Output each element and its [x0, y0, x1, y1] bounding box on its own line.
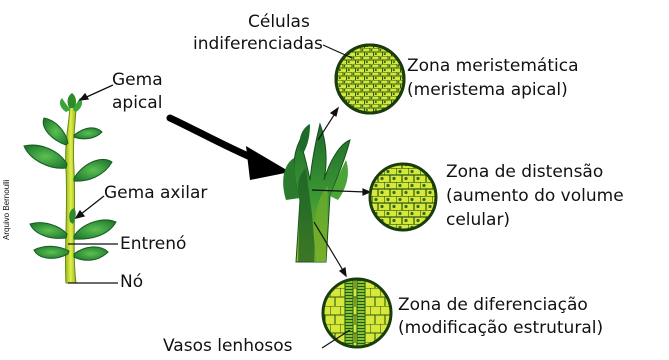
image-credit: Arquivo Bernoulli — [2, 180, 11, 240]
curved-arrow — [170, 118, 290, 180]
leaf — [74, 128, 102, 139]
label-zona-meristematica-line1: Zona meristemática — [407, 56, 579, 77]
label-celulas-line2: indiferenciadas — [193, 34, 323, 55]
label-no: Nó — [120, 272, 143, 293]
leaf — [30, 223, 67, 239]
label-celulas-line1: Células — [248, 12, 310, 33]
leaf — [34, 246, 69, 258]
leaf — [74, 159, 112, 181]
label-zona-diferenciacao-line1: Zona de diferenciação — [398, 295, 588, 316]
label-zona-distensao-line1: Zona de distensão — [446, 162, 603, 183]
differentiation-zone-circle — [322, 278, 392, 348]
distension-zone-circle — [368, 162, 438, 232]
label-zona-distensao-line2: (aumento do volume — [446, 186, 624, 207]
plant-illustration — [24, 93, 116, 283]
leaf — [74, 247, 108, 260]
label-zona-meristematica-line2: (meristema apical) — [407, 80, 568, 101]
leaf — [24, 145, 67, 168]
apical-bud-closeup — [283, 124, 350, 262]
label-zona-diferenciacao-line2: (modificação estrutural) — [398, 318, 603, 339]
leaf — [74, 220, 116, 239]
label-zona-distensao-line3: celular) — [446, 210, 510, 231]
label-gema-apical-line1: Gema — [112, 70, 163, 91]
label-gema-apical-line2: apical — [112, 93, 162, 114]
label-gema-axilar: Gema axilar — [104, 183, 207, 204]
leaf — [43, 118, 68, 145]
label-vasos-lenhosos: Vasos lenhosos — [163, 336, 293, 357]
label-entreno: Entrenó — [120, 234, 186, 255]
